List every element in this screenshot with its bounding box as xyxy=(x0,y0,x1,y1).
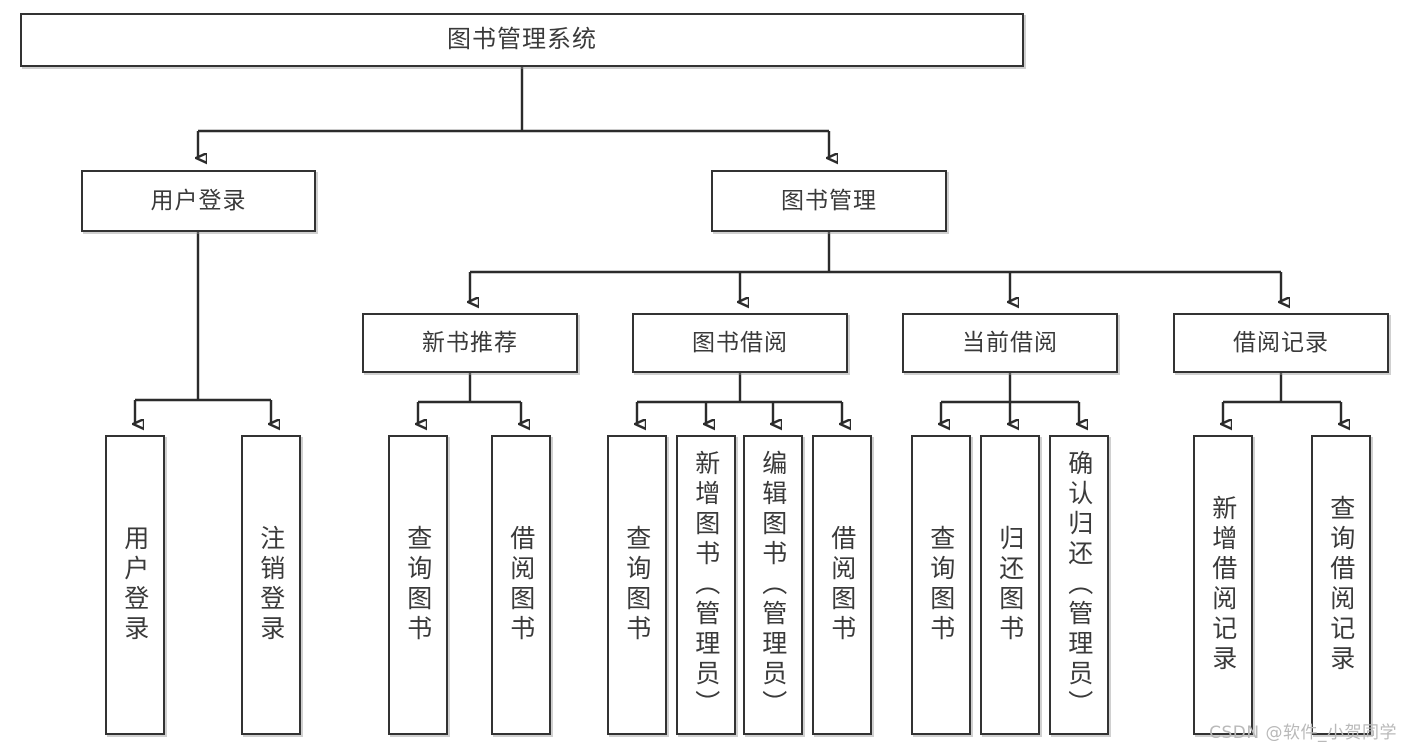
node-label: 查询图书 xyxy=(403,525,433,645)
node-label: 新书推荐 xyxy=(422,329,518,356)
node-label: 借阅图书 xyxy=(506,525,536,645)
node-borrow-record[interactable]: 借阅记录 xyxy=(1173,313,1389,373)
node-label: 查询图书 xyxy=(622,525,652,645)
node-user-login[interactable]: 用户登录 xyxy=(81,170,316,232)
node-label: 确认归还（管理员） xyxy=(1064,450,1094,720)
leaf-return-book[interactable]: 归还图书 xyxy=(980,435,1040,735)
node-new-book-recommend[interactable]: 新书推荐 xyxy=(362,313,578,373)
node-label: 编辑图书（管理员） xyxy=(758,450,788,720)
node-label: 用户登录 xyxy=(120,525,150,645)
node-label: 查询借阅记录 xyxy=(1326,495,1356,675)
leaf-user-login[interactable]: 用户登录 xyxy=(105,435,165,735)
leaf-query-book-new[interactable]: 查询图书 xyxy=(388,435,448,735)
node-label: 用户登录 xyxy=(150,187,247,214)
node-label: 注销登录 xyxy=(256,525,286,645)
leaf-query-book-current[interactable]: 查询图书 xyxy=(911,435,971,735)
node-label: 借阅记录 xyxy=(1233,329,1329,356)
node-label: 新增借阅记录 xyxy=(1208,495,1238,675)
node-label: 归还图书 xyxy=(995,525,1025,645)
node-label: 新增图书（管理员） xyxy=(691,450,721,720)
node-book-management[interactable]: 图书管理 xyxy=(711,170,947,232)
leaf-borrow-book-new[interactable]: 借阅图书 xyxy=(491,435,551,735)
leaf-borrow-book[interactable]: 借阅图书 xyxy=(812,435,872,735)
node-root-system[interactable]: 图书管理系统 xyxy=(20,13,1024,67)
leaf-query-borrow-record[interactable]: 查询借阅记录 xyxy=(1311,435,1371,735)
leaf-logout[interactable]: 注销登录 xyxy=(241,435,301,735)
node-label: 当前借阅 xyxy=(962,329,1058,356)
node-label: 查询图书 xyxy=(926,525,956,645)
leaf-add-book-admin[interactable]: 新增图书（管理员） xyxy=(676,435,736,735)
node-label: 图书管理 xyxy=(781,187,877,214)
leaf-confirm-return-admin[interactable]: 确认归还（管理员） xyxy=(1049,435,1109,735)
leaf-add-borrow-record[interactable]: 新增借阅记录 xyxy=(1193,435,1253,735)
node-book-borrow[interactable]: 图书借阅 xyxy=(632,313,848,373)
node-current-borrow[interactable]: 当前借阅 xyxy=(902,313,1118,373)
node-label: 图书借阅 xyxy=(692,329,788,356)
node-label: 图书管理系统 xyxy=(447,25,597,54)
node-label: 借阅图书 xyxy=(827,525,857,645)
leaf-query-book-borrow[interactable]: 查询图书 xyxy=(607,435,667,735)
leaf-edit-book-admin[interactable]: 编辑图书（管理员） xyxy=(743,435,803,735)
